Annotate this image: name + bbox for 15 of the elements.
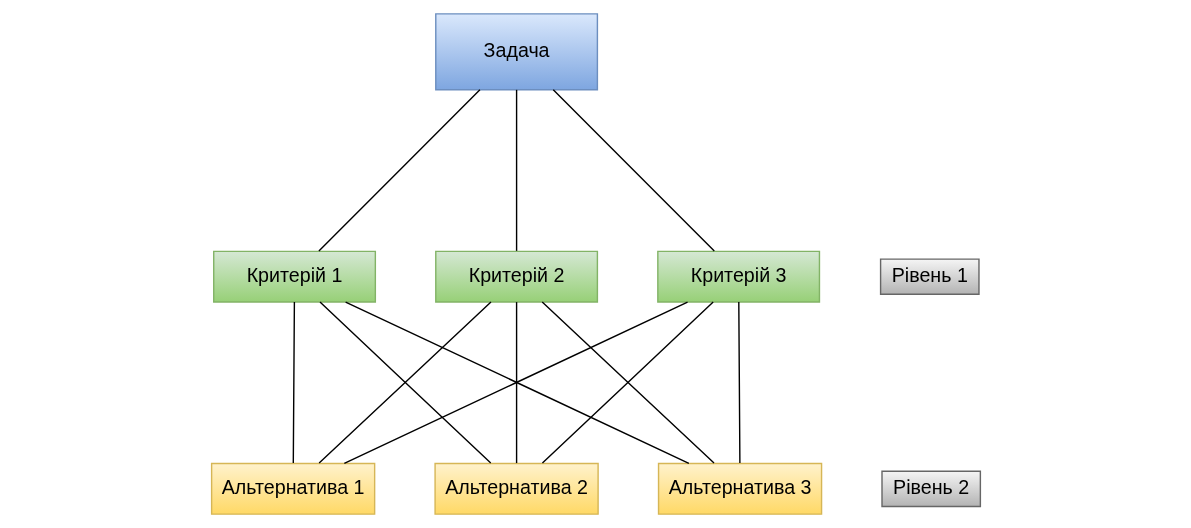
- node-box: Альтернатива 1: [210, 462, 375, 515]
- connector: [515, 89, 517, 252]
- connector: [515, 301, 517, 464]
- node-box: Альтернатива 2: [433, 462, 599, 515]
- node-box: Критерій 2: [434, 250, 598, 303]
- node-box: Альтернатива 3: [657, 462, 822, 515]
- node-box: Рівень 1: [879, 258, 980, 295]
- connector: [737, 301, 741, 464]
- node-box: Критерій 3: [656, 250, 820, 303]
- connector: [292, 301, 295, 464]
- connector: [552, 89, 715, 252]
- node-box: Рівень 2: [880, 470, 981, 508]
- node-box: Задача: [434, 13, 598, 91]
- connector: [317, 89, 481, 252]
- node-box: Критерій 1: [212, 250, 376, 303]
